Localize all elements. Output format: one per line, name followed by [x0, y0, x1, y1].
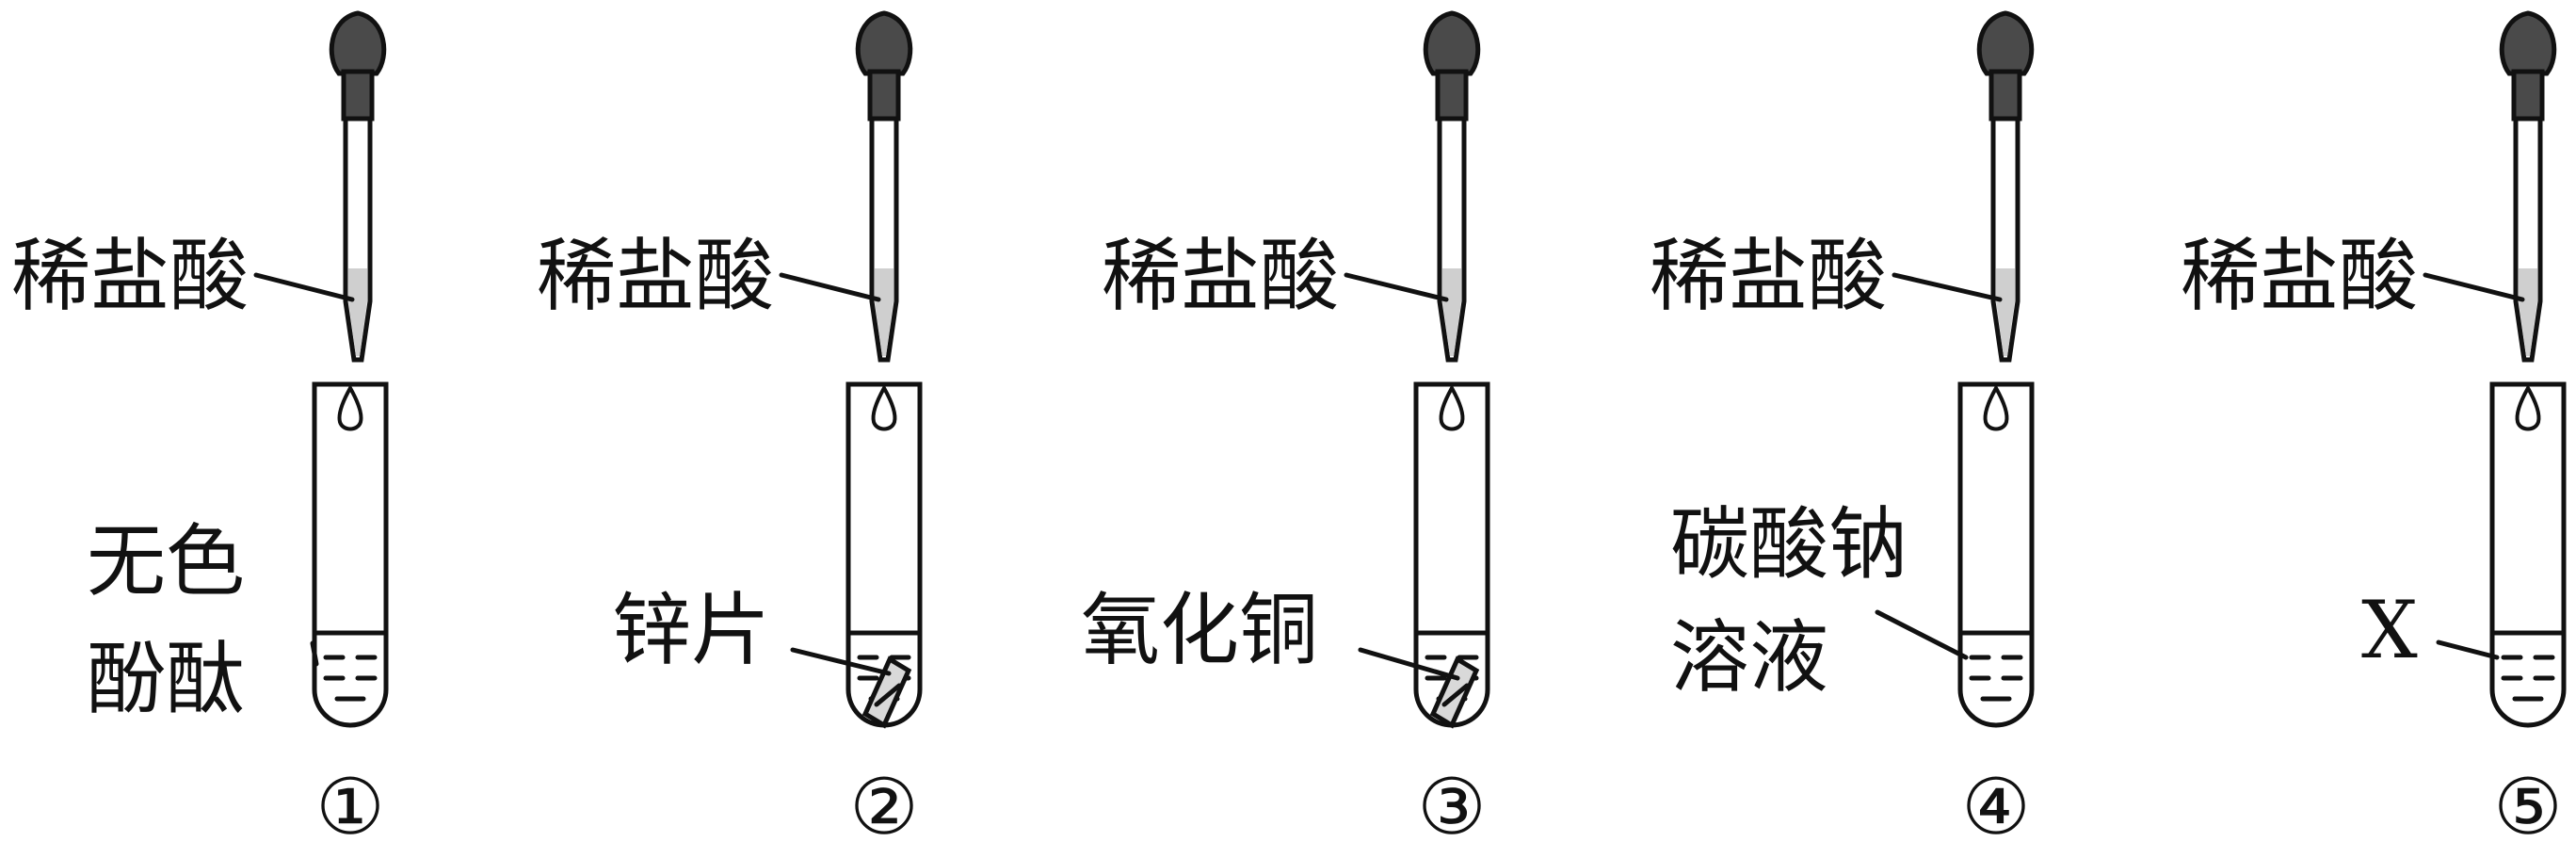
reagent-label: 氧化铜 [1081, 584, 1318, 676]
dropper-leader-line [2423, 272, 2525, 302]
acid-drop [337, 383, 363, 431]
setup-number: ① [315, 763, 385, 852]
dropper [1976, 10, 2035, 363]
acid-drop [1439, 383, 1465, 431]
dropper-leader-line [253, 272, 355, 302]
liquid-dashes [2501, 655, 2555, 702]
reagent-label: 无色 [87, 515, 245, 607]
acid-in-dropper [1442, 268, 1461, 356]
dropper-collar [1435, 69, 1469, 121]
setup-number: ⑤ [2493, 763, 2563, 852]
dropper [2499, 10, 2557, 363]
acid-in-dropper [348, 268, 367, 356]
reagent-label: 酚酞 [87, 633, 245, 725]
test-tube [312, 381, 389, 728]
setup-number: ④ [1961, 763, 2031, 852]
acid-drop [1983, 383, 2009, 431]
reagent-leader-line [1358, 647, 1460, 681]
tube-body [2489, 381, 2567, 728]
reagent-leader-line [310, 640, 319, 667]
dropper-label: 稀盐酸 [1650, 230, 1887, 322]
reagent-leader-line [790, 647, 892, 676]
dropper-bulb [2499, 10, 2557, 76]
reagent-leader-line [1875, 609, 1969, 660]
dropper [1423, 10, 1481, 363]
tube-body [1957, 381, 2035, 728]
dropper-label: 稀盐酸 [537, 230, 774, 322]
dropper-collar [1988, 69, 2022, 121]
setup-number: ③ [1417, 763, 1487, 852]
test-tube [1413, 381, 1490, 729]
acid-in-dropper [1996, 268, 2015, 356]
dropper-leader-line [1892, 272, 2003, 302]
acid-in-dropper [2519, 268, 2537, 356]
acid-in-dropper [875, 268, 894, 356]
dropper-bulb [329, 10, 387, 76]
dropper-bulb [855, 10, 913, 76]
dropper-collar [867, 69, 901, 121]
test-tube [845, 381, 923, 729]
tube-body [312, 381, 389, 728]
setup-5: 稀盐酸 X⑤ [2181, 10, 2567, 852]
reagent-label: 锌片 [612, 584, 770, 676]
dropper-label: 稀盐酸 [11, 230, 249, 322]
dropper-leader-line [1344, 272, 1449, 302]
test-tube [1957, 381, 2035, 728]
liquid-dashes [1969, 655, 2023, 702]
acid-drop [2515, 383, 2541, 431]
reagent-label: 溶液 [1670, 611, 1828, 704]
dropper-leader-line [779, 272, 881, 302]
solid-reagent [861, 656, 912, 729]
dropper [855, 10, 913, 363]
reagent-label: X [2361, 584, 2418, 676]
dropper-collar [2511, 69, 2545, 121]
dropper-label: 稀盐酸 [1102, 230, 1339, 322]
test-tube [2489, 381, 2567, 728]
acid-drop [871, 383, 897, 431]
dropper-bulb [1976, 10, 2035, 76]
reagent-leader-line [2436, 639, 2500, 660]
liquid-dashes [323, 655, 378, 702]
dropper-collar [341, 69, 375, 121]
reagent-label: 碳酸钠 [1670, 498, 1908, 591]
dropper [329, 10, 387, 363]
dropper-label: 稀盐酸 [2181, 230, 2418, 322]
setup-number: ② [849, 763, 919, 852]
dropper-bulb [1423, 10, 1481, 76]
